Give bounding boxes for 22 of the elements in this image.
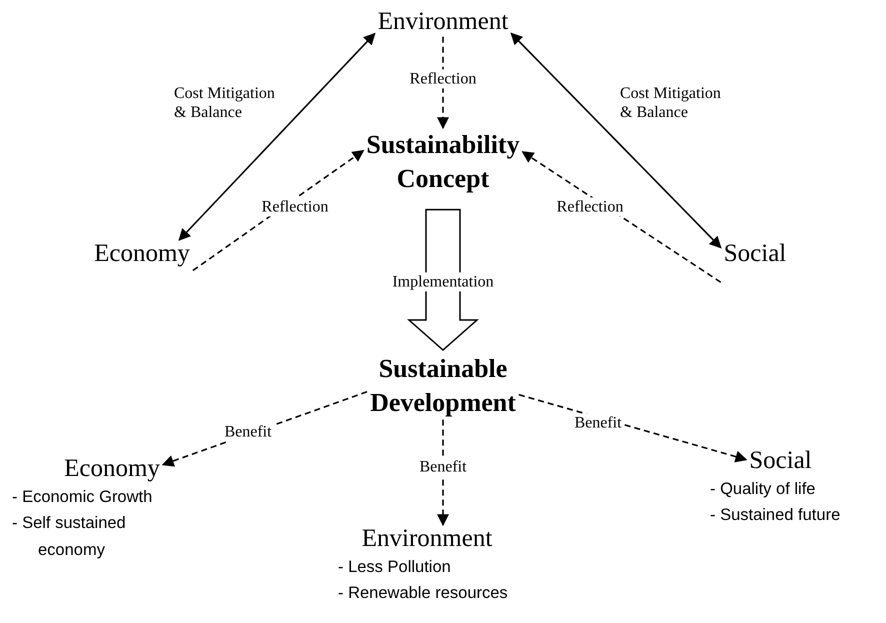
edge-label: Implementation: [390, 272, 496, 292]
bullet-item: - Renewable resources: [338, 583, 509, 604]
node-title: Sustainable Development: [369, 353, 517, 419]
node-title: Economy: [63, 455, 161, 484]
node-title: Environment: [376, 8, 510, 37]
edge-label: Benefit: [417, 457, 469, 477]
edge-label: Reflection: [408, 69, 478, 89]
node-title: Social: [722, 240, 788, 269]
bullet-item: - Sustained future: [710, 505, 842, 526]
node-title: Social: [748, 447, 813, 476]
bullet-item: - Self sustained economy: [12, 513, 127, 561]
arrow: [510, 32, 722, 248]
bullet-item: - Less Pollution: [338, 556, 452, 578]
bullet-item: - Economic Growth: [12, 486, 154, 508]
node-title: Environment: [360, 525, 494, 554]
node-title: Sustainability Concept: [365, 129, 521, 195]
node-title: Economy: [93, 240, 191, 269]
edge-label: Reflection: [260, 197, 330, 217]
bullet-item: - Quality of life: [710, 478, 816, 500]
arrow: [178, 32, 376, 241]
edge-label: Reflection: [554, 197, 626, 217]
edge-label: Benefit: [222, 422, 274, 442]
